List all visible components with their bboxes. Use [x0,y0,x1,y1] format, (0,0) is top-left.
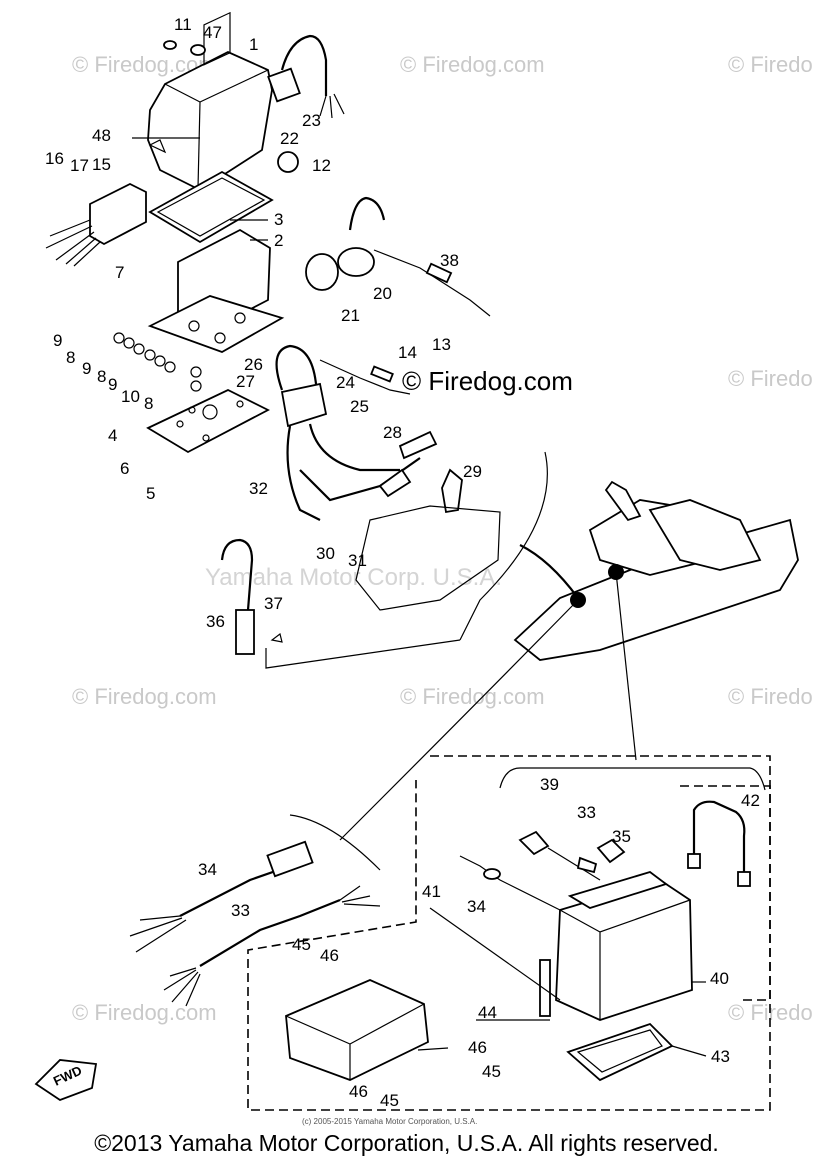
callout-numbers: 11 47 1 48 22 23 12 16 17 15 3 2 7 38 20… [45,15,760,1110]
battery-tray-43 [566,1022,674,1082]
callout-32: 34 [198,860,217,879]
callout-21: 23 [302,111,321,130]
battery-40 [539,871,693,1021]
callout-34: 34 [467,897,486,916]
fwd-arrow: FWD [34,1059,98,1102]
callout-15: 15 [92,155,111,174]
callout-47: 47 [203,23,222,42]
callout-17: 17 [70,156,89,175]
callout-45c: 45 [380,1091,399,1110]
copyright-notice: ©2013 Yamaha Motor Corporation, U.S.A. A… [94,1130,719,1156]
callout-8: 8 [66,348,75,367]
callout-22: 24 [336,373,355,392]
watermark: © Firedog.com [728,684,813,709]
callout-14: 14 [398,343,417,362]
mounting-plate [146,388,270,454]
engine-block-outline [355,505,501,611]
washers [113,332,202,392]
callout-3: 3 [274,210,283,229]
watermark-center: © Firedog.com [402,366,573,396]
callout-9: 9 [53,331,62,350]
callout-27: 29 [463,462,482,481]
callout-11: 11 [174,15,192,34]
battery-box-46 [285,979,429,1081]
callout-16: 16 [45,149,64,168]
wires-13-14 [319,359,411,395]
callout-46c: 46 [349,1082,368,1101]
rectifier-15 [45,182,147,267]
callout-12: 12 [312,156,331,175]
callout-41: 41 [422,882,441,901]
callout-44: 44 [478,1003,497,1022]
callout-45: 45 [292,935,311,954]
callout-18: 20 [373,284,392,303]
watermark: © Firedog.com [728,52,813,77]
battery-frame [247,755,771,1111]
callout-38: 38 [440,251,459,270]
watermark: © Firedog.com [72,1000,217,1025]
fine-print: (c) 2005-2015 Yamaha Motor Corporation, … [302,1117,477,1126]
watermark: © Firedog.com [728,366,813,391]
callout-24: 26 [244,355,263,374]
callout-45b: 45 [482,1062,501,1081]
bracket-box [147,228,285,353]
wire-harness-31-32 [129,840,381,1007]
callout-23: 25 [350,397,369,416]
sensor-36-37 [220,538,461,669]
callout-48: 48 [92,126,111,145]
callout-6: 6 [120,459,129,478]
watermark: © Firedog.com [72,684,217,709]
watermark: © Firedog.com [400,52,545,77]
callout-46b: 46 [468,1038,487,1057]
watermark-layer: © Firedog.com © Firedog.com © Firedog.co… [72,52,813,1025]
watercraft-hull [459,451,799,661]
callout-8b: 8 [97,367,106,386]
callout-9b: 9 [82,359,91,378]
callout-25: 27 [236,372,255,391]
callout-9c: 9 [108,375,117,394]
callout-8c: 8 [144,394,153,413]
callout-2: 2 [274,231,283,250]
callout-10: 10 [121,387,140,406]
callout-42: 42 [741,791,760,810]
starter-relay-18-19 [305,196,491,317]
callout-46: 46 [320,946,339,965]
callout-37: 37 [264,594,283,613]
callout-35: 35 [612,827,631,846]
callout-30: 32 [249,479,268,498]
electrical-box-cover [147,11,273,192]
spark-plug-caps-26 [378,430,463,514]
callout-33: 33 [577,803,596,822]
callout-1: 1 [249,35,258,54]
callout-36: 36 [206,612,225,631]
watermark: © Firedog.com [400,684,545,709]
leader-lines [132,137,707,1057]
callout-4: 4 [108,426,117,445]
battery-strap-42 [687,800,751,887]
callout-39: 39 [540,775,559,794]
callout-13: 13 [432,335,451,354]
callout-31: 33 [231,901,250,920]
callout-29: 31 [348,551,367,570]
callout-7: 7 [115,263,124,282]
gasket [148,170,274,244]
fuse-holder-20 [267,34,345,173]
callout-40: 40 [710,969,729,988]
callout-5: 5 [146,484,155,503]
callout-20: 22 [280,129,299,148]
callout-19: 21 [341,306,360,325]
callout-43: 43 [711,1047,730,1066]
battery-cables [459,830,626,911]
callout-26: 28 [383,423,402,442]
watermark-ghost: Yamaha Motor Corp. U.S.A. [205,564,502,591]
callout-28: 30 [316,544,335,563]
